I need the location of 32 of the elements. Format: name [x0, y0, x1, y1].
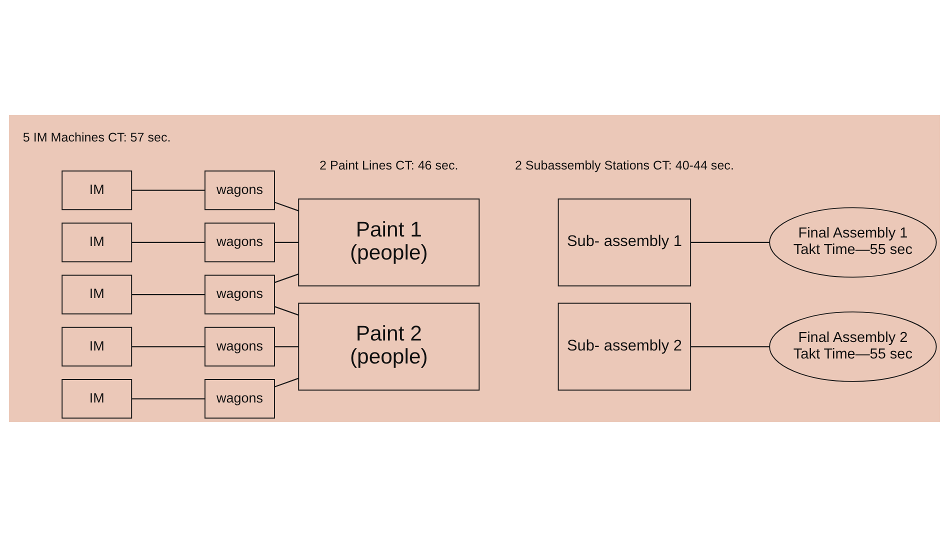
node-box: Sub- assembly 2 [558, 302, 692, 391]
node-box: wagons [204, 379, 275, 419]
node-box: IM [62, 274, 132, 314]
label: 5 IM Machines CT: 57 sec. [22, 130, 171, 144]
connector [690, 346, 770, 348]
connector [132, 294, 205, 296]
node-box: IM [62, 326, 132, 366]
node-box: IM [62, 222, 132, 262]
connector [132, 190, 205, 191]
node-box: Paint 1 (people) [298, 198, 480, 286]
connector [274, 346, 299, 348]
node-box: wagons [204, 170, 275, 210]
node-ellipse: Final Assembly 1 Takt Time—55 sec [769, 207, 937, 278]
node-box: wagons [204, 274, 275, 314]
node-box: wagons [204, 222, 275, 262]
connector [132, 398, 205, 400]
connector [274, 242, 299, 244]
node-box: IM [62, 379, 132, 419]
node-ellipse: Final Assembly 2 Takt Time—55 sec [769, 311, 937, 382]
label: 2 Subassembly Stations CT: 40-44 sec. [514, 158, 734, 172]
connector [132, 242, 205, 244]
label: 2 Paint Lines CT: 46 sec. [319, 158, 458, 172]
node-box: wagons [204, 326, 275, 366]
connector [132, 346, 205, 348]
node-box: IM [62, 170, 132, 210]
connector [274, 202, 299, 212]
node-box: Sub- assembly 1 [558, 198, 692, 286]
connector [274, 306, 299, 316]
connector [690, 242, 770, 244]
connector [274, 274, 299, 284]
node-box: Paint 2 (people) [298, 302, 480, 391]
connector [274, 378, 299, 388]
